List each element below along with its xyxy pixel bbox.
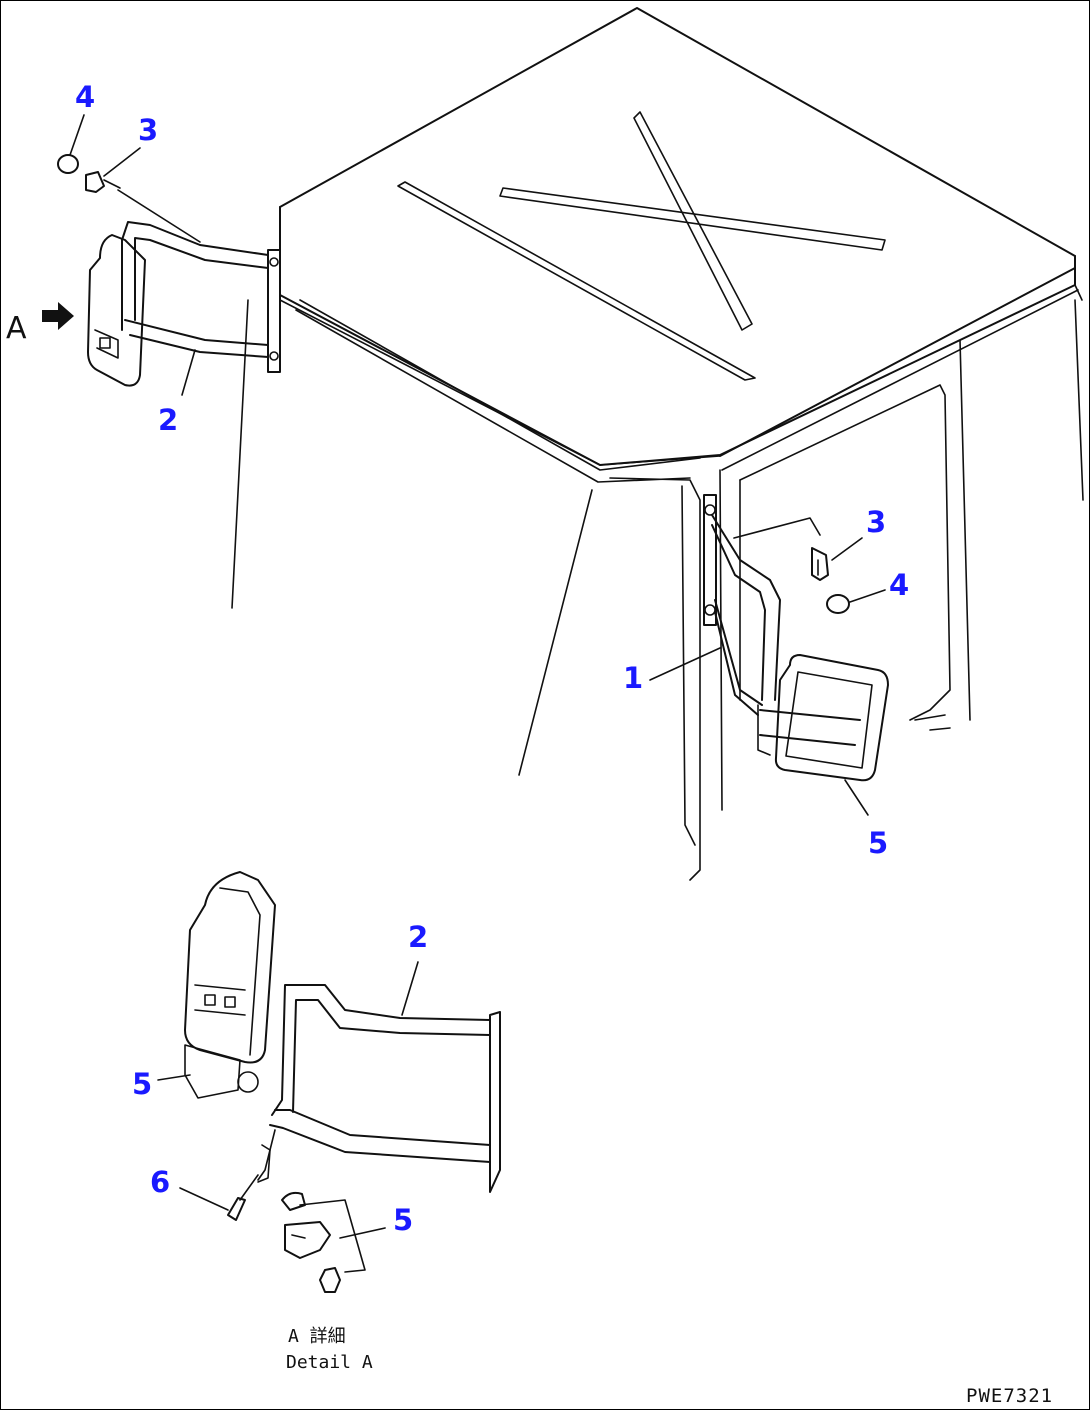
callout-detail-clamp: 5 bbox=[393, 1203, 413, 1237]
leader-right-washer bbox=[849, 589, 886, 603]
right-washer bbox=[826, 594, 850, 614]
view-marker-label: A bbox=[6, 311, 27, 346]
callout-detail-pin: 6 bbox=[150, 1165, 170, 1199]
drawing-code: PWE7321 bbox=[966, 1385, 1053, 1407]
callout-right-washer: 4 bbox=[889, 568, 909, 602]
callout-right-mirror: 5 bbox=[868, 826, 888, 860]
leader-detail-mirror bbox=[157, 1074, 191, 1081]
leader-left-bolt bbox=[103, 147, 141, 177]
callout-left-bracket: 2 bbox=[158, 403, 178, 437]
leader-detail-clamp bbox=[339, 1227, 386, 1239]
detail-clamp bbox=[281, 1191, 366, 1293]
leader-right-stay bbox=[649, 647, 721, 681]
cab-body bbox=[231, 299, 1084, 881]
detail-bracket bbox=[257, 984, 501, 1193]
right-mirror-stay bbox=[703, 494, 781, 716]
callout-detail-mirror: 5 bbox=[132, 1067, 152, 1101]
view-arrow-a bbox=[42, 302, 74, 330]
left-mirror bbox=[87, 234, 146, 387]
leader-right-bolt-stay bbox=[733, 517, 821, 539]
detail-mirror bbox=[184, 871, 276, 1099]
right-bolt bbox=[811, 547, 829, 581]
left-bracket bbox=[121, 221, 281, 373]
leader-detail-bracket bbox=[401, 961, 419, 1016]
right-mirror bbox=[757, 654, 889, 782]
callout-detail-bracket: 2 bbox=[408, 920, 428, 954]
leader-left-washer bbox=[69, 114, 85, 156]
callout-right-stay: 1 bbox=[623, 661, 643, 695]
left-washer bbox=[57, 154, 79, 174]
callout-left-bolt: 3 bbox=[138, 113, 158, 147]
left-bolt bbox=[85, 171, 121, 193]
callout-right-bolt: 3 bbox=[866, 505, 886, 539]
leader-left-bracket bbox=[181, 349, 196, 396]
callout-left-washer: 4 bbox=[75, 80, 95, 114]
detail-pin bbox=[227, 1174, 259, 1221]
leader-right-mirror bbox=[844, 779, 869, 816]
detail-caption-japanese: A 詳細 bbox=[288, 1326, 346, 1347]
leader-right-bolt bbox=[831, 537, 863, 561]
leader-detail-pin bbox=[179, 1187, 229, 1211]
leader-left-bolt-path bbox=[117, 189, 201, 243]
detail-caption-english: Detail A bbox=[286, 1352, 373, 1373]
roof-ribs bbox=[397, 111, 886, 381]
